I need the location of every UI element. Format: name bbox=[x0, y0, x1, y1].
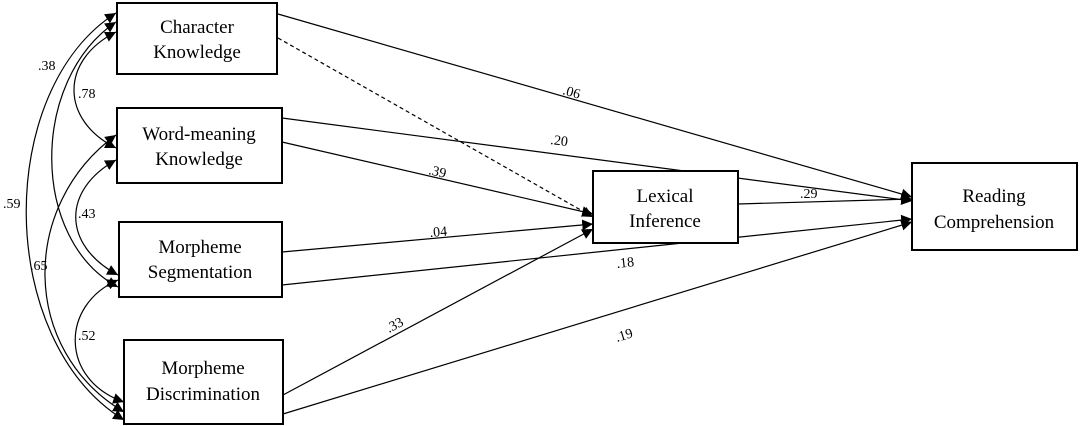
node-character-knowledge: Character Knowledge bbox=[116, 2, 278, 75]
path-wmk-to-rc bbox=[281, 117, 913, 205]
path-ck-to-rc bbox=[277, 13, 913, 200]
corr-ck-wmk: .78 bbox=[78, 87, 96, 102]
node-label-line1: Morpheme bbox=[161, 358, 244, 379]
path-md-to-rc bbox=[282, 219, 913, 415]
corr-ck-md: .59 bbox=[3, 197, 21, 212]
coef-wmk-to-li: .39 bbox=[427, 163, 447, 182]
coef-li-to-rc: .29 bbox=[800, 187, 818, 202]
correlation-arc-ms-md bbox=[74, 279, 125, 404]
node-morpheme-discrimination: Morpheme Discrimination bbox=[123, 339, 284, 425]
node-label-line1: Morpheme bbox=[158, 237, 241, 258]
path-li-to-rc bbox=[737, 193, 913, 205]
node-label-line2: Segmentation bbox=[148, 262, 253, 283]
coef-md-to-li: .33 bbox=[384, 315, 406, 336]
correlation-arc-ck-ms bbox=[51, 21, 119, 288]
node-label-line1: Lexical bbox=[637, 186, 694, 207]
correlation-arc-wmk-md bbox=[44, 134, 125, 413]
node-label-line1: Word-meaning bbox=[142, 124, 256, 145]
path-ck-to-li-dashed bbox=[277, 37, 594, 218]
node-label-line1: Character bbox=[160, 17, 235, 38]
path-ms-to-li bbox=[281, 219, 594, 253]
correlation-arc-ck-md bbox=[25, 12, 125, 421]
node-label-line2: Knowledge bbox=[155, 149, 243, 170]
coef-md-to-rc: .19 bbox=[614, 326, 635, 345]
node-word-meaning-knowledge: Word-meaning Knowledge bbox=[116, 107, 283, 184]
coef-ms-to-rc: .18 bbox=[616, 255, 635, 272]
coef-ms-to-li: .04 bbox=[429, 225, 448, 241]
node-lexical-inference: Lexical Inference bbox=[592, 170, 739, 244]
corr-ck-ms: .38 bbox=[38, 59, 56, 74]
node-label-line2: Comprehension bbox=[934, 212, 1055, 233]
node-label-line1: Reading bbox=[962, 186, 1026, 207]
corr-ms-md: .52 bbox=[78, 329, 96, 344]
path-wmk-to-li bbox=[281, 141, 594, 217]
node-label-line2: Inference bbox=[629, 211, 701, 232]
node-label-line2: Discrimination bbox=[146, 384, 260, 405]
correlation-arc-wmk-ms bbox=[75, 159, 119, 276]
corr-wmk-ms: .43 bbox=[78, 207, 96, 222]
path-ms-to-rc bbox=[281, 214, 913, 286]
node-label-line2: Knowledge bbox=[153, 42, 241, 63]
corr-wmk-md: .65 bbox=[30, 259, 48, 274]
coef-wmk-to-rc: .20 bbox=[550, 133, 569, 150]
node-morpheme-segmentation: Morpheme Segmentation bbox=[118, 221, 283, 298]
coef-ck-to-rc: .06 bbox=[561, 83, 582, 102]
path-md-to-li bbox=[282, 228, 594, 396]
node-reading-comprehension: Reading Comprehension bbox=[911, 162, 1078, 251]
correlation-arc-ck-wmk bbox=[73, 31, 117, 149]
